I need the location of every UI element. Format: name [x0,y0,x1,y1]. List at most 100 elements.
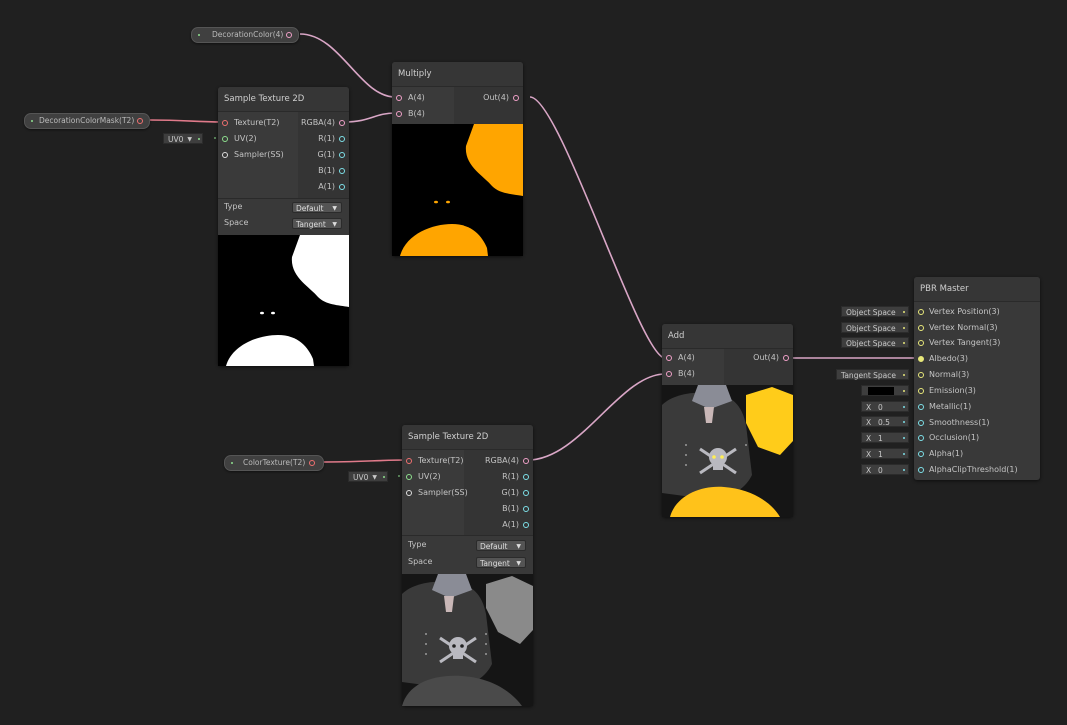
vertex-tangent-input[interactable]: Vertex Tangent(3) [918,336,1000,350]
uv-channel-dropdown-top[interactable]: UV0 ▼ [163,133,203,144]
r-output[interactable]: R(1) [502,470,529,484]
smoothness-value-field[interactable]: X 0.5 [861,416,909,427]
g-output[interactable]: G(1) [317,148,345,162]
sampler-input-label: Sampler(SS) [234,150,284,159]
a-input[interactable]: A(4) [396,91,425,105]
emission-color-swatch[interactable] [868,387,894,395]
type-dropdown[interactable]: Default▼ [476,540,526,551]
metallic-input[interactable]: Metallic(1) [918,400,971,414]
vertex-tangent-space-field[interactable]: Object Space [841,337,909,348]
decoration-color-mask-property[interactable]: DecorationColorMask(T2) [24,113,150,129]
vertex-position-space-field[interactable]: Object Space [841,306,909,317]
sampler-input[interactable]: Sampler(SS) [222,148,284,162]
b-input[interactable]: B(4) [396,107,425,121]
normal-input[interactable]: Normal(3) [918,368,969,382]
rgba-output[interactable]: RGBA(4) [301,116,345,130]
vertex-normal-port[interactable] [918,325,924,331]
g-output-port[interactable] [523,490,529,496]
type-dropdown[interactable]: Default▼ [292,202,342,213]
smoothness-label: Smoothness(1) [929,418,990,427]
b-output[interactable]: B(1) [502,502,529,516]
occlusion-port[interactable] [918,435,924,441]
occlusion-value-field[interactable]: X 1 [861,432,909,443]
a-output[interactable]: A(1) [318,180,345,194]
pbr-master-node[interactable]: PBR Master Vertex Position(3) Vertex Nor… [914,277,1040,480]
add-node[interactable]: Add A(4) B(4) Out(4) [662,324,793,517]
metallic-port[interactable] [918,404,924,410]
vertex-normal-label: Vertex Normal(3) [929,323,998,332]
uv-input-port[interactable] [406,474,412,480]
field-dot-icon [903,453,905,455]
uv-input-port[interactable] [222,136,228,142]
vertex-normal-input[interactable]: Vertex Normal(3) [918,321,998,335]
metallic-label: Metallic(1) [929,402,972,411]
out-output-port[interactable] [513,95,519,101]
albedo-input[interactable]: Albedo(3) [918,352,968,366]
b-output[interactable]: B(1) [318,164,345,178]
a-output-port[interactable] [523,522,529,528]
space-dropdown[interactable]: Tangent▼ [476,557,526,568]
multiply-node[interactable]: Multiply A(4) B(4) Out(4) [392,62,523,256]
g-output[interactable]: G(1) [501,486,529,500]
vertex-normal-space-field[interactable]: Object Space [841,322,909,333]
b-input-port[interactable] [396,111,402,117]
sampler-input[interactable]: Sampler(SS) [406,486,468,500]
decoration-color-mask-output-port[interactable] [137,118,143,124]
metallic-value-field[interactable]: X 0 [861,401,909,412]
r-output[interactable]: R(1) [318,132,345,146]
smoothness-input[interactable]: Smoothness(1) [918,416,990,430]
decoration-color-property[interactable]: DecorationColor(4) [191,27,299,43]
vertex-tangent-port[interactable] [918,340,924,346]
b-input[interactable]: B(4) [666,367,695,381]
a-input-port[interactable] [666,355,672,361]
alpha-clip-threshold-port[interactable] [918,467,924,473]
sampler-input-port[interactable] [406,490,412,496]
albedo-port[interactable] [918,356,924,362]
r-output-port[interactable] [523,474,529,480]
type-label: Type [224,202,243,211]
normal-space-field[interactable]: Tangent Space [836,369,909,380]
sample-texture-2d-node-top[interactable]: Sample Texture 2D Texture(T2) UV(2) Samp… [218,87,349,366]
color-texture-output-port[interactable] [309,460,315,466]
out-output[interactable]: Out(4) [483,91,519,105]
texture-input-port[interactable] [406,458,412,464]
vertex-position-input[interactable]: Vertex Position(3) [918,305,1000,319]
texture-input[interactable]: Texture(T2) [222,116,280,130]
color-texture-property[interactable]: ColorTexture(T2) [224,455,324,471]
emission-port[interactable] [918,388,924,394]
vertex-position-port[interactable] [918,309,924,315]
rgba-output-port[interactable] [339,120,345,126]
out-output-port[interactable] [783,355,789,361]
normal-port[interactable] [918,372,924,378]
alpha-port[interactable] [918,451,924,457]
r-output-port[interactable] [339,136,345,142]
alpha-clip-threshold-value-field[interactable]: X 0 [861,464,909,475]
out-output[interactable]: Out(4) [753,351,789,365]
occlusion-input[interactable]: Occlusion(1) [918,431,979,445]
rgba-output[interactable]: RGBA(4) [485,454,529,468]
alpha-input[interactable]: Alpha(1) [918,447,963,461]
b-output-port[interactable] [523,506,529,512]
emission-input[interactable]: Emission(3) [918,384,976,398]
decoration-color-output-port[interactable] [286,32,292,38]
emission-color-field[interactable] [861,385,909,396]
texture-input[interactable]: Texture(T2) [406,454,464,468]
alpha-value-field[interactable]: X 1 [861,448,909,459]
uv-input[interactable]: UV(2) [406,470,441,484]
smoothness-port[interactable] [918,420,924,426]
a-input[interactable]: A(4) [666,351,695,365]
alpha-clip-threshold-input[interactable]: AlphaClipThreshold(1) [918,463,1018,477]
uv-channel-dropdown-bottom[interactable]: UV0 ▼ [348,471,388,482]
a-output-port[interactable] [339,184,345,190]
sampler-input-port[interactable] [222,152,228,158]
b-input-port[interactable] [666,371,672,377]
uv-input[interactable]: UV(2) [222,132,257,146]
rgba-output-port[interactable] [523,458,529,464]
space-dropdown[interactable]: Tangent▼ [292,218,342,229]
g-output-port[interactable] [339,152,345,158]
texture-input-port[interactable] [222,120,228,126]
b-output-port[interactable] [339,168,345,174]
a-input-port[interactable] [396,95,402,101]
sample-texture-2d-node-bottom[interactable]: Sample Texture 2D Texture(T2) UV(2) Samp… [402,425,533,706]
a-output[interactable]: A(1) [502,518,529,532]
